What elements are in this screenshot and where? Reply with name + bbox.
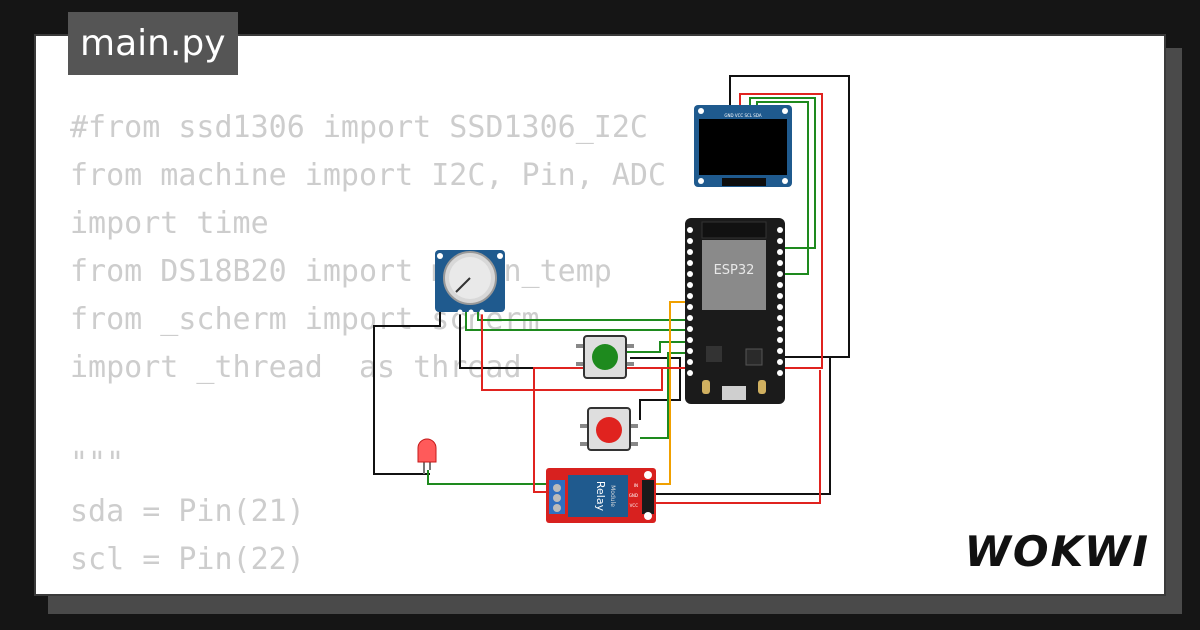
- red-led[interactable]: [417, 438, 437, 474]
- wire-btn-green: [626, 341, 692, 353]
- relay-pin-gnd: GND: [629, 493, 638, 498]
- wire-led-gnd: [373, 312, 441, 475]
- relay-sublabel: Module: [609, 485, 616, 507]
- wires: [373, 75, 850, 504]
- wire-oled-sda: [756, 101, 809, 275]
- wire-btn-gnd: [630, 357, 681, 420]
- code-line-4: from DS18B20 import meten_temp: [70, 254, 612, 289]
- potentiometer[interactable]: [435, 250, 505, 315]
- code-line-3: import time: [70, 206, 269, 241]
- file-tab[interactable]: main.py: [68, 12, 238, 75]
- code-line-9: sda = Pin(21): [70, 494, 305, 529]
- code-line-5: from _scherm import scherm: [70, 302, 540, 337]
- wire-led-signal: [427, 470, 548, 485]
- wire-pot-out: [477, 312, 692, 321]
- relay-label: Relay: [594, 481, 607, 512]
- red-pushbutton[interactable]: [580, 407, 638, 451]
- wire-oled-vcc: [739, 93, 823, 369]
- code-line-1: #from ssd1306 import SSD1306_I2C: [70, 110, 648, 145]
- esp32-board[interactable]: ESP32: [685, 218, 785, 404]
- code-line-2: from machine import I2C, Pin, ADC: [70, 158, 667, 193]
- relay-pin-in: IN: [634, 483, 638, 488]
- wire-relay-in: [654, 301, 692, 485]
- oled-pin-labels: GND VCC SCL SDA: [724, 113, 761, 118]
- oled-display[interactable]: GND VCC SCL SDA: [694, 105, 792, 187]
- wire-btn-red: [640, 352, 692, 439]
- wire-oled-gnd: [729, 75, 850, 358]
- wokwi-logo: WOKWI: [964, 527, 1150, 576]
- esp32-right-pins: [777, 227, 783, 376]
- wire-pot-signal: [465, 312, 692, 331]
- relay-pin-vcc: VCC: [630, 503, 639, 508]
- code-line-6: import _thread as thread: [70, 350, 522, 385]
- green-pushbutton[interactable]: [576, 335, 634, 379]
- esp32-left-pins: [687, 227, 693, 376]
- code-line-8: """: [70, 446, 125, 481]
- code-line-10: scl = Pin(22): [70, 542, 305, 577]
- wire-relay-vcc: [654, 370, 821, 504]
- wire-relay-gnd: [654, 358, 831, 495]
- wire-oled-scl: [749, 97, 816, 249]
- relay-module[interactable]: Relay Module IN GND VCC: [546, 468, 656, 523]
- esp32-label: ESP32: [714, 263, 755, 278]
- wire-pot-vcc: [481, 312, 663, 391]
